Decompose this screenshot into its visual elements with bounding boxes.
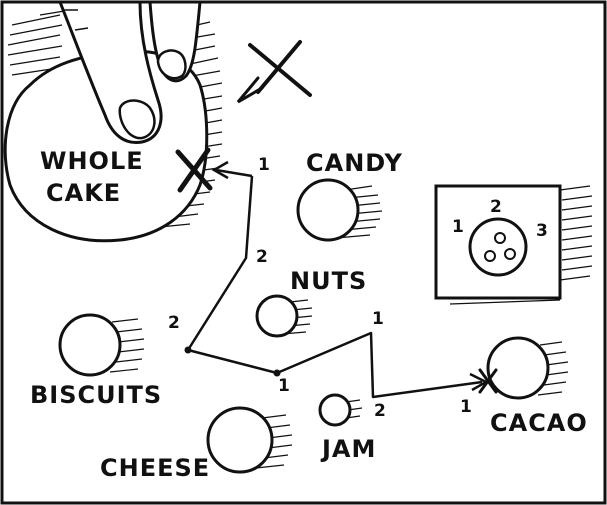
biscuits-circle: [58, 313, 122, 377]
candy-circle: [296, 178, 360, 242]
hand-drawing: [58, 0, 202, 145]
route-number-right-bottom: 2: [374, 401, 387, 421]
cacao-circle: [486, 336, 550, 400]
legend-dot-right: [504, 248, 516, 260]
route-number-cake: 1: [258, 155, 271, 175]
jam-circle: [318, 393, 352, 427]
legend-shading: [449, 185, 593, 305]
route-number-left-corner: 2: [168, 313, 181, 333]
legend-dot-left: [484, 250, 496, 262]
legend-number-left: 1: [452, 217, 465, 237]
candy-label: CANDY: [306, 149, 403, 177]
route-number-right-top: 1: [372, 309, 385, 329]
cheese-label: CHEESE: [100, 454, 211, 482]
legend-outer-circle: [468, 217, 528, 277]
jam-label: JAM: [322, 435, 377, 463]
finger-nail-thumb: [156, 49, 187, 80]
route-number-cacao: 1: [460, 397, 473, 417]
route-node-left: [184, 346, 192, 354]
route-number-upper-turn: 2: [256, 247, 269, 267]
cake-arrow-head: [211, 160, 229, 180]
legend-number-right: 3: [536, 221, 549, 241]
whole-cake-label-line2: CAKE: [46, 179, 122, 207]
cake-arrow-line: [215, 168, 253, 178]
cacao-x-mark: [478, 368, 498, 394]
cacao-label: CACAO: [490, 409, 588, 437]
nuts-label: NUTS: [290, 267, 368, 295]
legend-dot-top: [494, 232, 506, 244]
route-node-mid: [273, 369, 281, 377]
cake-x-mark: [175, 147, 213, 193]
finger-nail-index: [118, 99, 156, 140]
nuts-circle: [255, 294, 299, 338]
start-x-mark: [236, 40, 312, 104]
biscuits-label: BISCUITS: [30, 381, 163, 409]
route-number-lower-mid: 1: [278, 376, 291, 396]
whole-cake-label-line1: WHOLE: [40, 147, 144, 175]
legend-number-top: 2: [490, 197, 503, 217]
cheese-circle: [206, 406, 274, 474]
